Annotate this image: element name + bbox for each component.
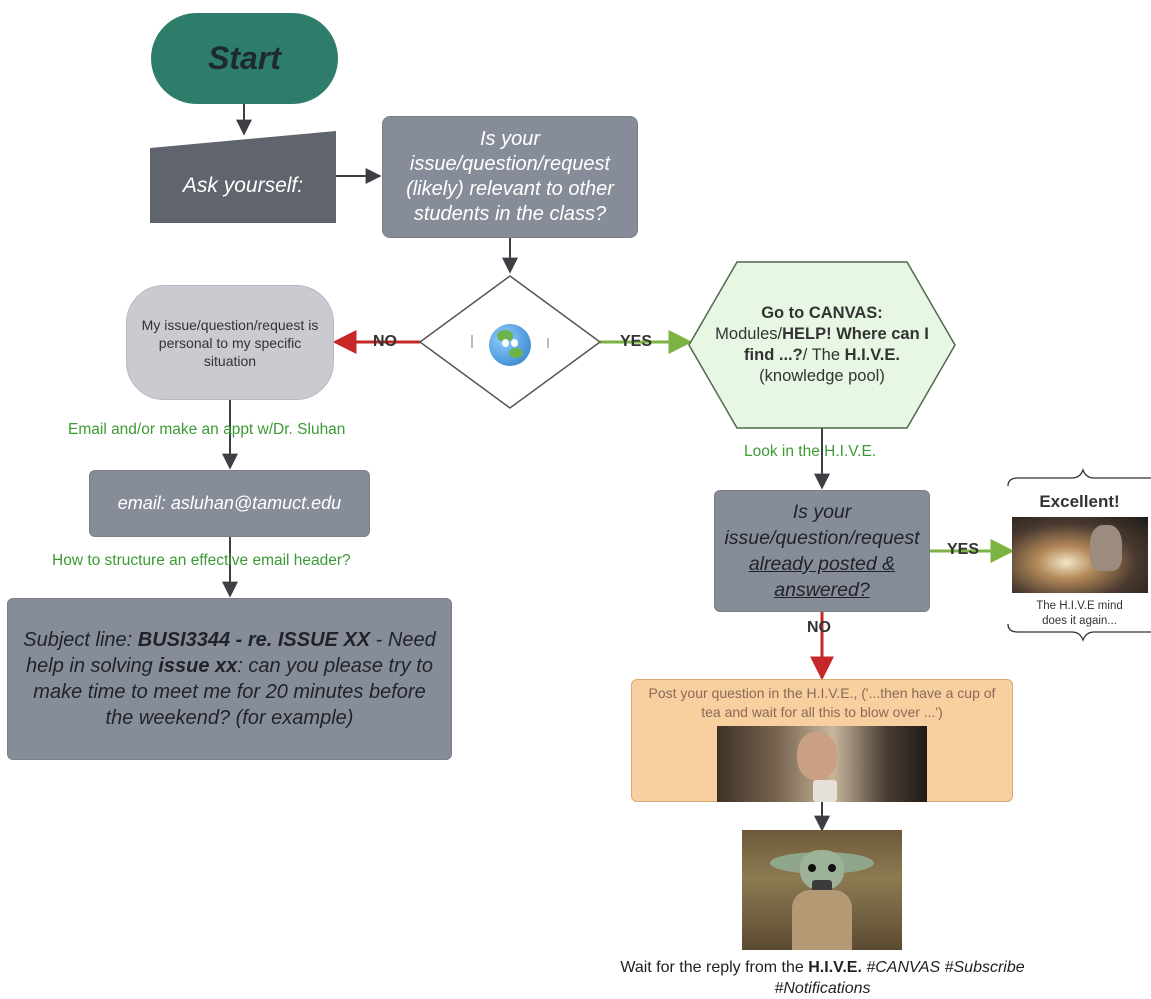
wait-p1: Wait for the reply from the	[620, 959, 809, 976]
subject-box: Subject line: BUSI3344 - re. ISSUE XX - …	[7, 598, 452, 760]
no-label-left: NO	[373, 333, 397, 350]
canvas-line-1: Go to CANVAS:	[761, 304, 883, 322]
canvas-hexagon	[688, 261, 956, 429]
structure-label: How to structure an effective email head…	[52, 552, 351, 569]
start-label: Start	[208, 40, 281, 76]
canvas-line-4: (knowledge pool)	[759, 367, 885, 385]
excellent-image	[1011, 517, 1148, 593]
subject-text: Subject line: BUSI3344 - re. ISSUE XX - …	[20, 627, 439, 731]
excellent-card: Excellent! The H.I.V.E mind does it agai…	[1008, 484, 1151, 627]
question-text: Is your issue/question/request (likely) …	[406, 128, 614, 225]
canvas-modules: Modules/	[715, 325, 783, 343]
subject-issue: issue xx	[158, 655, 238, 677]
posted-line-4: answered?	[774, 579, 870, 601]
subject-code: BUSI3344 - re. ISSUE XX	[137, 629, 371, 651]
personal-box: My issue/question/request is personal to…	[126, 285, 334, 400]
excellent-title: Excellent!	[1039, 492, 1120, 511]
question-box: Is your issue/question/request (likely) …	[382, 116, 638, 238]
start-node: Start	[151, 13, 338, 104]
look-hive-label: Look in the H.I.V.E.	[744, 443, 877, 460]
email-text: email: asluhan@tamuct.edu	[117, 493, 342, 513]
subject-p3: - Need help in solving	[26, 629, 436, 677]
globe-icon	[489, 324, 531, 366]
ask-shape	[150, 131, 336, 223]
post-box: Post your question in the H.I.V.E., ('..…	[631, 679, 1013, 802]
canvas-hive: H.I.V.E.	[844, 346, 900, 364]
subject-p1: Subject line:	[23, 629, 138, 651]
yes-label-right: YES	[620, 333, 653, 350]
ask-label: Ask yourself:	[182, 173, 304, 197]
canvas-find: find ...?	[744, 346, 803, 364]
posted-line-1: Is your	[792, 501, 852, 523]
post-image	[717, 726, 927, 802]
canvas-line-3: find ...?/ The H.I.V.E.	[744, 345, 900, 366]
post-text: Post your question in the H.I.V.E., ('..…	[648, 685, 996, 720]
posted-line-3: already posted &	[748, 553, 896, 575]
canvas-text: Go to CANVAS: Modules/HELP! Where can I …	[695, 262, 949, 428]
personal-text: My issue/question/request is personal to…	[141, 316, 319, 369]
posted-box: Is your issue/question/request already p…	[714, 490, 930, 612]
excellent-brace-bottom	[1007, 623, 1151, 642]
posted-line-2: issue/question/request	[724, 527, 920, 549]
yes-label-posted: YES	[947, 541, 980, 558]
yoda-image	[742, 830, 902, 950]
excellent-brace-top	[1007, 468, 1151, 487]
canvas-the: / The	[802, 346, 845, 364]
email-box: email: asluhan@tamuct.edu	[89, 470, 370, 537]
wait-hive: H.I.V.E.	[808, 959, 862, 976]
canvas-line-2: Modules/HELP! Where can I	[715, 324, 929, 345]
hive-mind-text: The H.I.V.E mind does it again...	[1036, 600, 1123, 627]
email-appt-label: Email and/or make an appt w/Dr. Sluhan	[68, 421, 346, 438]
subject-p5: : can you please try to make time to mee…	[33, 655, 433, 729]
no-label-posted: NO	[807, 619, 831, 636]
canvas-help: HELP! Where can I	[782, 325, 929, 343]
